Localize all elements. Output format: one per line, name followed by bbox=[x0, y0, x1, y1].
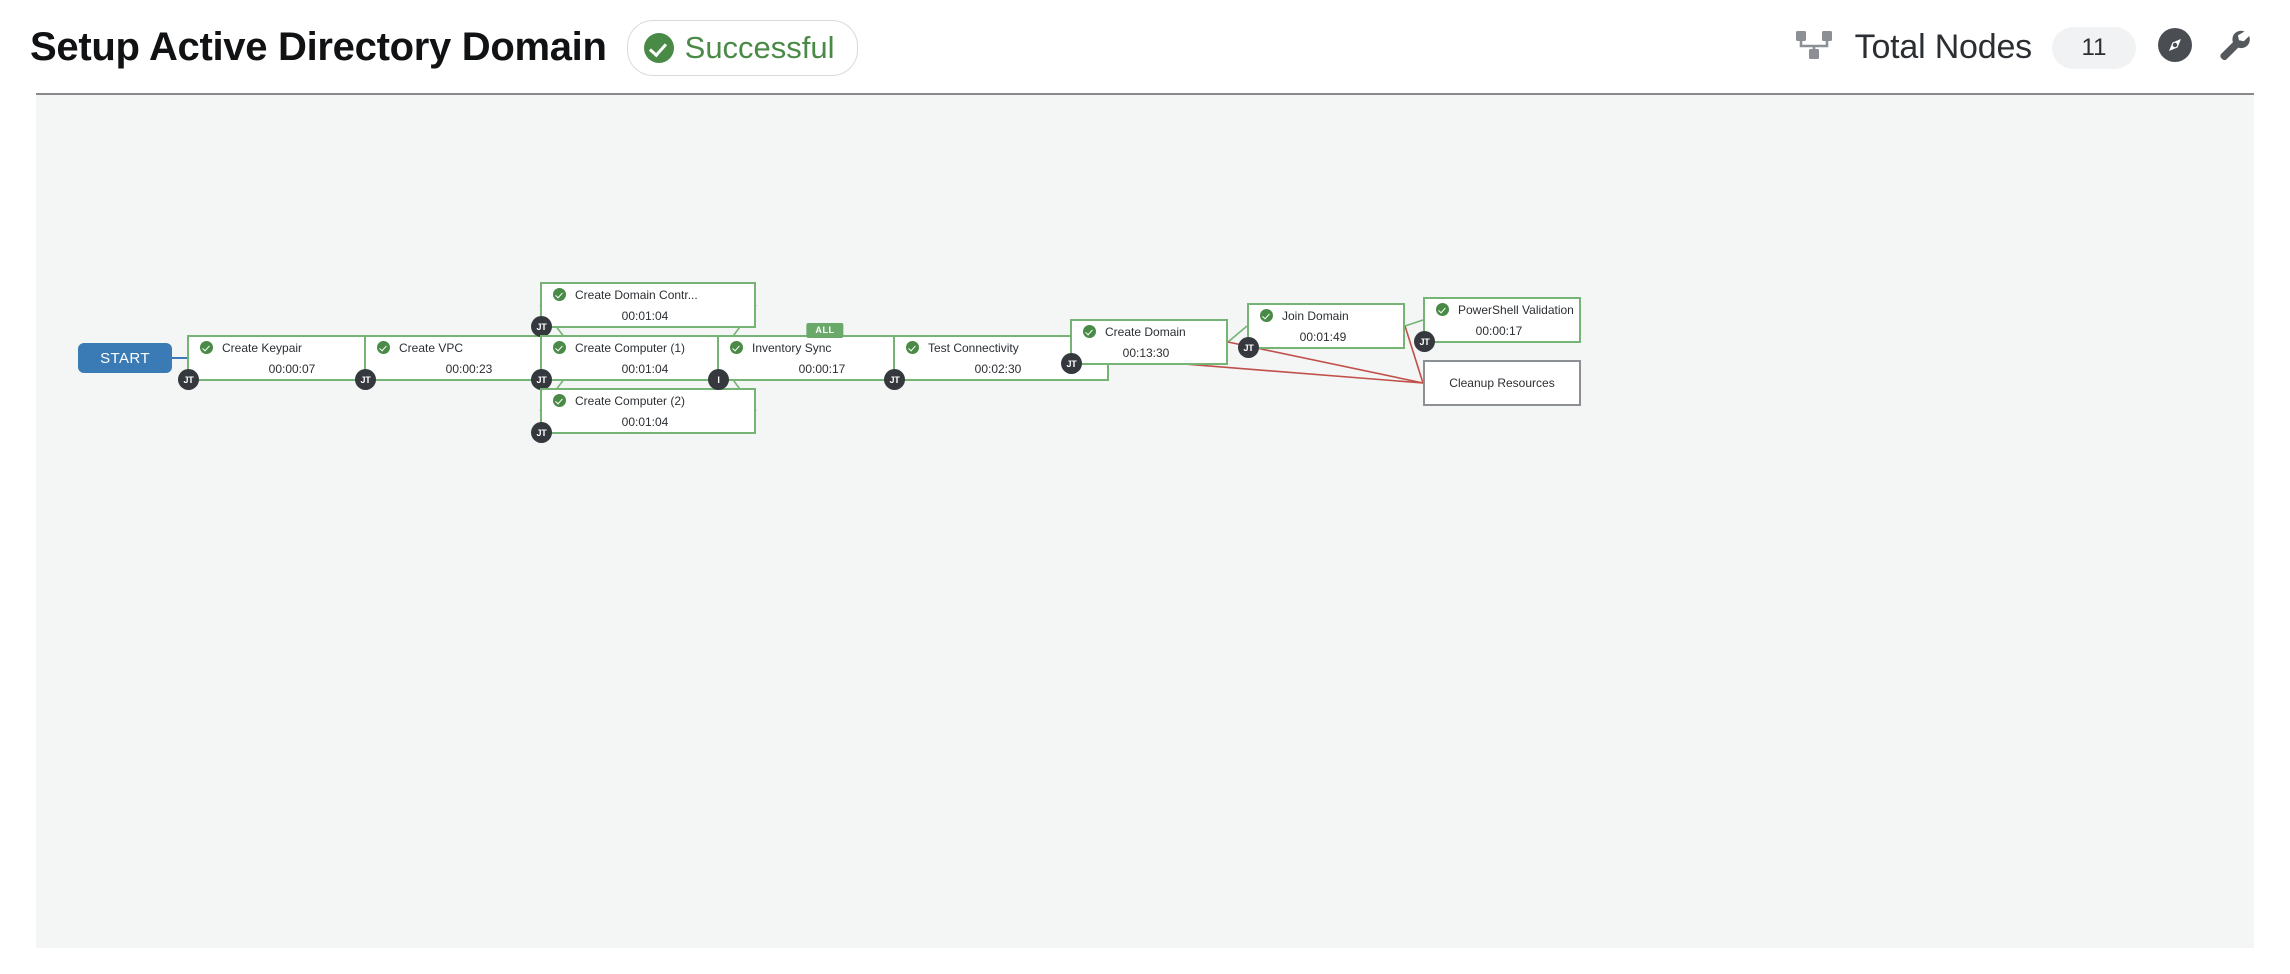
page-title: Setup Active Directory Domain bbox=[30, 25, 607, 69]
check-circle-icon bbox=[906, 341, 919, 354]
node-title-row-join-domain: Join Domain bbox=[1249, 309, 1403, 323]
sitemap-icon bbox=[1795, 28, 1835, 67]
node-title-row-create-vpc: Create VPC bbox=[366, 341, 578, 355]
avatar[interactable]: JT bbox=[531, 369, 552, 390]
avatar[interactable]: JT bbox=[178, 369, 199, 390]
node-title-join-domain: Join Domain bbox=[1282, 308, 1349, 323]
node-title-row-create-computer-1: Create Computer (1) bbox=[542, 341, 754, 355]
header-right-group: Total Nodes 11 bbox=[1795, 0, 2254, 95]
node-title-row-create-keypair: Create Keypair bbox=[189, 341, 401, 355]
check-circle-icon bbox=[1083, 325, 1096, 338]
node-tag-inventory-sync: ALL bbox=[806, 323, 844, 338]
avatar[interactable]: JT bbox=[355, 369, 376, 390]
app-header: Setup Active Directory Domain Successful… bbox=[0, 0, 2290, 95]
node-cleanup-resources[interactable]: Cleanup Resources bbox=[1423, 360, 1581, 406]
compass-icon[interactable] bbox=[2156, 26, 2194, 69]
total-nodes-count: 11 bbox=[2052, 26, 2136, 69]
avatar[interactable]: JT bbox=[531, 422, 552, 443]
check-circle-icon bbox=[643, 32, 674, 63]
node-title-row-create-computer-2: Create Computer (2) bbox=[542, 394, 754, 408]
node-title-powershell-validation: PowerShell Validation bbox=[1458, 302, 1574, 317]
node-title-create-keypair: Create Keypair bbox=[222, 340, 303, 355]
node-duration-create-vpc: 00:00:23 bbox=[445, 361, 493, 376]
node-title-row-powershell-validation: PowerShell Validation bbox=[1425, 303, 1579, 317]
edge-create-domain-to-join-domain bbox=[1227, 325, 1248, 343]
node-duration-test-connectivity: 00:02:30 bbox=[974, 361, 1022, 376]
check-circle-icon bbox=[377, 341, 390, 354]
check-circle-icon bbox=[553, 341, 566, 354]
avatar[interactable]: JT bbox=[1414, 331, 1435, 352]
status-badge-label: Successful bbox=[684, 29, 835, 65]
node-duration-create-computer-2: 00:01:04 bbox=[621, 414, 669, 429]
avatar[interactable]: JT bbox=[884, 369, 905, 390]
node-duration-join-domain: 00:01:49 bbox=[1299, 329, 1347, 344]
total-nodes-label: Total Nodes bbox=[1854, 28, 2033, 66]
edge-join-domain-to-cleanup-resources bbox=[1404, 325, 1424, 384]
node-title-create-computer-1: Create Computer (1) bbox=[575, 340, 686, 355]
check-circle-icon bbox=[200, 341, 213, 354]
node-title-create-domain: Create Domain bbox=[1105, 324, 1186, 339]
check-circle-icon bbox=[1436, 303, 1449, 316]
node-title-row-test-connectivity: Test Connectivity bbox=[895, 341, 1107, 355]
avatar[interactable]: JT bbox=[531, 316, 552, 337]
node-duration-inventory-sync: 00:00:17 bbox=[798, 361, 846, 376]
workflow-edge-layer bbox=[172, 304, 1424, 412]
node-title-create-domain-controller: Create Domain Contr... bbox=[575, 287, 698, 302]
node-title-cleanup-resources: Cleanup Resources bbox=[1449, 376, 1555, 390]
status-badge: Successful bbox=[626, 19, 858, 76]
node-title-row-inventory-sync: Inventory Sync bbox=[719, 341, 931, 355]
node-duration-create-domain-controller: 00:01:04 bbox=[621, 308, 669, 323]
node-duration-create-keypair: 00:00:07 bbox=[268, 361, 316, 376]
check-circle-icon bbox=[730, 341, 743, 354]
edge-join-domain-to-powershell-validation bbox=[1404, 319, 1424, 327]
avatar[interactable]: I bbox=[708, 369, 729, 390]
node-title-inventory-sync: Inventory Sync bbox=[752, 340, 832, 355]
node-duration-powershell-validation: 00:00:17 bbox=[1475, 323, 1523, 338]
node-title-create-computer-2: Create Computer (2) bbox=[575, 393, 686, 408]
check-circle-icon bbox=[1260, 309, 1273, 322]
avatar[interactable]: JT bbox=[1061, 353, 1082, 374]
node-title-row-create-domain: Create Domain bbox=[1072, 325, 1226, 339]
node-title-create-vpc: Create VPC bbox=[399, 340, 464, 355]
header-left-group: Setup Active Directory Domain Successful bbox=[30, 0, 858, 95]
node-title-test-connectivity: Test Connectivity bbox=[928, 340, 1019, 355]
start-node-label: START bbox=[100, 349, 150, 367]
start-node[interactable]: START bbox=[78, 343, 172, 373]
node-duration-create-computer-1: 00:01:04 bbox=[621, 361, 669, 376]
header-divider bbox=[36, 93, 2254, 95]
wrench-icon[interactable] bbox=[2214, 25, 2254, 70]
avatar[interactable]: JT bbox=[1238, 337, 1259, 358]
node-title-row-create-domain-controller: Create Domain Contr... bbox=[542, 288, 754, 302]
check-circle-icon bbox=[553, 394, 566, 407]
check-circle-icon bbox=[553, 288, 566, 301]
node-duration-create-domain: 00:13:30 bbox=[1122, 345, 1170, 360]
